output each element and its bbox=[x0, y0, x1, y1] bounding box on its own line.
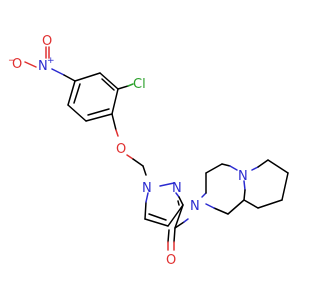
bond-c3-to-co bbox=[174, 204, 184, 229]
bond-ring-to-o-b bbox=[115, 129, 119, 137]
bond-pz-c4-c5 bbox=[144, 218, 169, 227]
bond-ring-5 bbox=[67, 104, 87, 122]
chlorine-label: Cl bbox=[133, 77, 146, 92]
bond-pp-nb-c4a bbox=[243, 180, 246, 191]
bond-pyr-c4-c5 bbox=[243, 199, 259, 209]
amide-nitrogen-label: N bbox=[190, 199, 200, 214]
bond-nitro-ring-half bbox=[63, 74, 76, 82]
carbonyl-oxygen-label: O bbox=[166, 253, 176, 268]
bond-pp-c2-c3 bbox=[205, 163, 223, 174]
nitro-oxygen-top-label: O bbox=[42, 34, 52, 49]
ether-oxygen-label: O bbox=[116, 142, 126, 157]
bond-ring-cl-b bbox=[127, 83, 134, 87]
bond-pz-n1-n2 bbox=[159, 182, 175, 187]
bond-ring-3 bbox=[111, 88, 119, 115]
bond-pz-n2-c3-inner bbox=[177, 200, 180, 206]
bond-pp-c5-n-b bbox=[205, 203, 215, 209]
bond-co-double-b1 bbox=[167, 229, 170, 243]
bond-o-to-ch2-a bbox=[126, 154, 134, 160]
bond-co-to-n-b bbox=[183, 218, 189, 223]
bond-ring-cl-a bbox=[117, 85, 129, 90]
pyrazole-n2-label: N bbox=[172, 181, 182, 196]
bond-ring-1 bbox=[74, 72, 101, 82]
bond-pyr-c1-c2 bbox=[267, 159, 289, 174]
bond-co-double-a1 bbox=[173, 227, 176, 243]
nitro-oxygen-minus-label: O bbox=[12, 57, 22, 72]
bond-pz-c4-c5-inner bbox=[148, 213, 167, 221]
bond-pyr-c3-c4 bbox=[257, 199, 283, 209]
bond-pp-n-c1a bbox=[201, 192, 207, 198]
bond-nitro-n-to-ring bbox=[51, 68, 65, 76]
bond-pyr-n-c1-a bbox=[251, 166, 259, 171]
bond-pyr-n-c1-b bbox=[257, 159, 269, 168]
structure-svg: O O − N + Cl O N N O N N bbox=[8, 34, 289, 268]
bond-ring-4-inner bbox=[87, 108, 110, 116]
plus-charge-label: + bbox=[47, 56, 55, 66]
bond-ring-6-inner bbox=[73, 83, 81, 104]
bond-pp-c3-n-a bbox=[221, 163, 231, 167]
bond-co-to-n-a bbox=[174, 221, 185, 229]
bond-pz-c5-n1-a bbox=[144, 201, 147, 220]
nitro-nitrogen-label: N bbox=[38, 59, 48, 74]
bond-o-to-ch2-b bbox=[132, 158, 144, 167]
bond-pp-c5-n-a bbox=[213, 207, 229, 215]
pyrazole-n1-label: N bbox=[142, 181, 152, 196]
bridgehead-nitrogen-label: N bbox=[238, 169, 248, 184]
bond-pz-n2-c3-a bbox=[175, 192, 180, 198]
bond-ring-2 bbox=[99, 72, 119, 90]
bond-ring-6 bbox=[67, 80, 76, 106]
bond-pz-c5-n1-b bbox=[145, 192, 149, 203]
bond-pyr-c2-c3 bbox=[281, 172, 289, 201]
bond-pz-n2-c3-b bbox=[178, 196, 184, 206]
bond-ring-2-inner bbox=[101, 78, 115, 91]
molecule-structure-diagram: O O − N + Cl O N N O N N bbox=[8, 34, 289, 268]
bond-ring-to-o bbox=[111, 113, 117, 131]
bond-pz-c3-c4 bbox=[167, 204, 184, 227]
bond-pp-c4-c5 bbox=[227, 199, 245, 215]
bond-pp-nb-c4b bbox=[243, 189, 246, 201]
bond-ring-4 bbox=[85, 113, 113, 122]
bond-ch2-to-n1-a bbox=[142, 165, 147, 176]
minus-charge-label: − bbox=[8, 56, 16, 66]
bond-nitro-n-o-left bbox=[24, 61, 37, 68]
bond-pp-c3-n-b bbox=[229, 165, 238, 171]
